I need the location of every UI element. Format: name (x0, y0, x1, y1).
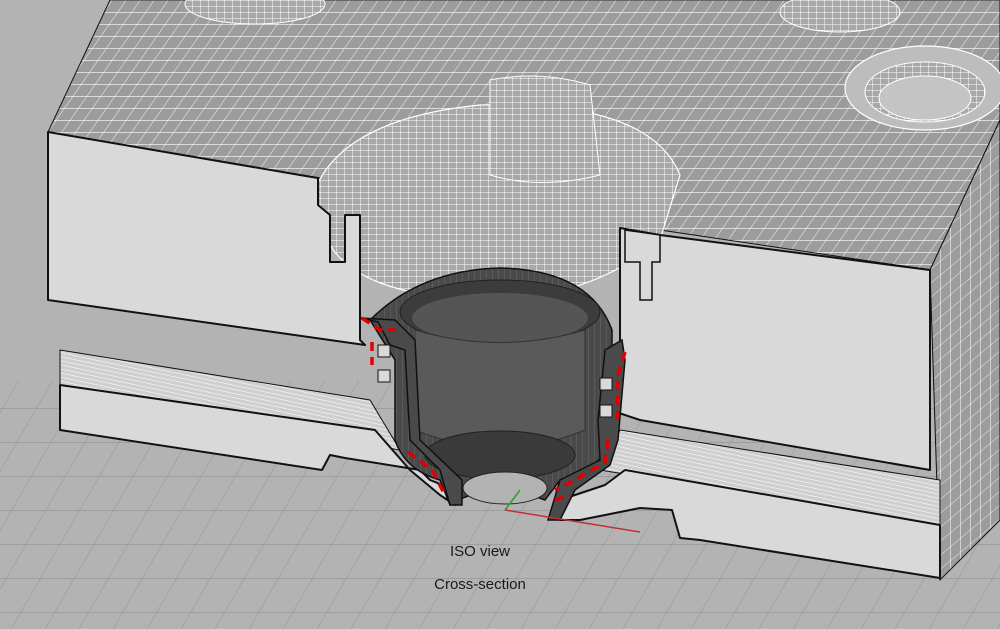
section-label: Cross-section (434, 576, 526, 593)
top-hole-far (779, 0, 901, 33)
bore-opening (462, 471, 548, 505)
top-hole-left (184, 0, 326, 25)
left-lower-section (59, 384, 456, 506)
right-mesh-side (929, 119, 1000, 582)
right-lower-section (559, 469, 941, 579)
upper-boss (489, 75, 601, 183)
view-label: ISO view (449, 543, 510, 560)
contact-markers (361, 316, 627, 502)
axis-x-marker (504, 509, 641, 533)
axis-y-marker (504, 489, 521, 511)
left-upper-section (47, 131, 366, 346)
